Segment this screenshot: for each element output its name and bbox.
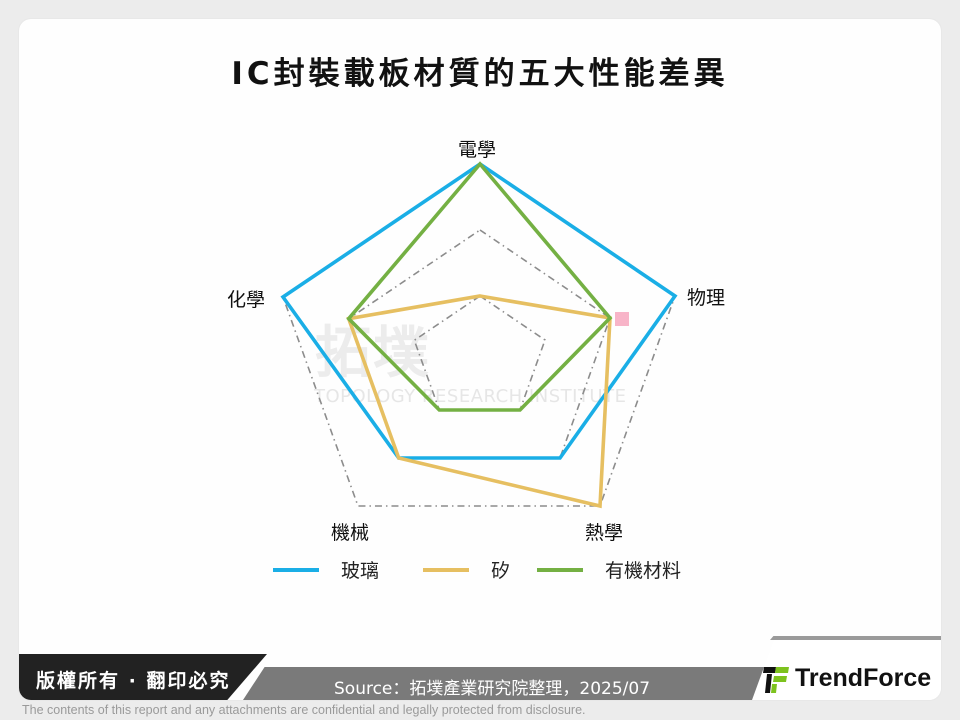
legend-swatch-glass (273, 567, 319, 572)
watermark-chinese: 拓墣 (315, 321, 431, 386)
radar-series-0 (280, 161, 678, 460)
radar-series-1 (346, 294, 612, 509)
radar-series-2 (346, 161, 613, 412)
legend-label-organic: 有機材料 (605, 560, 682, 582)
source-bar (243, 667, 783, 700)
logo-divider (770, 636, 941, 640)
trendforce-logo-icon (763, 667, 789, 693)
legend-item-organic: 有機材料 (537, 556, 681, 583)
pink-marker (615, 312, 629, 326)
legend: 玻璃 矽 有機材料 (0, 556, 960, 582)
radar-gridline-level-1 (413, 295, 546, 411)
chart-title: IC封裝載板材質的五大性能差異 (231, 56, 729, 92)
watermark-english: TOPOLOGY RESEARCH INSTITUTE (314, 386, 627, 407)
copyright-text: 版權所有 · 翻印必究 (36, 670, 231, 692)
axis-label-0: 電學 (458, 139, 497, 161)
legend-swatch-organic (537, 567, 583, 572)
axis-label-1: 物理 (687, 287, 726, 309)
source-text: Source：拓墣產業研究院整理，2025/07 (334, 679, 651, 699)
slide-card (19, 19, 941, 700)
legend-label-glass: 玻璃 (341, 560, 380, 582)
axis-label-4: 化學 (227, 289, 266, 311)
copyright-bar (19, 654, 267, 700)
legend-item-glass: 玻璃 (273, 556, 379, 583)
legend-swatch-silicon (423, 567, 469, 572)
legend-label-silicon: 矽 (491, 560, 511, 582)
disclaimer: The contents of this report and any atta… (22, 703, 586, 717)
axis-label-2: 熱學 (585, 522, 624, 544)
axis-label-3: 機械 (331, 522, 370, 544)
legend-item-silicon: 矽 (423, 556, 510, 583)
radar-gridline-level-3 (282, 163, 676, 507)
trendforce-logo-text: TrendForce (795, 664, 932, 692)
